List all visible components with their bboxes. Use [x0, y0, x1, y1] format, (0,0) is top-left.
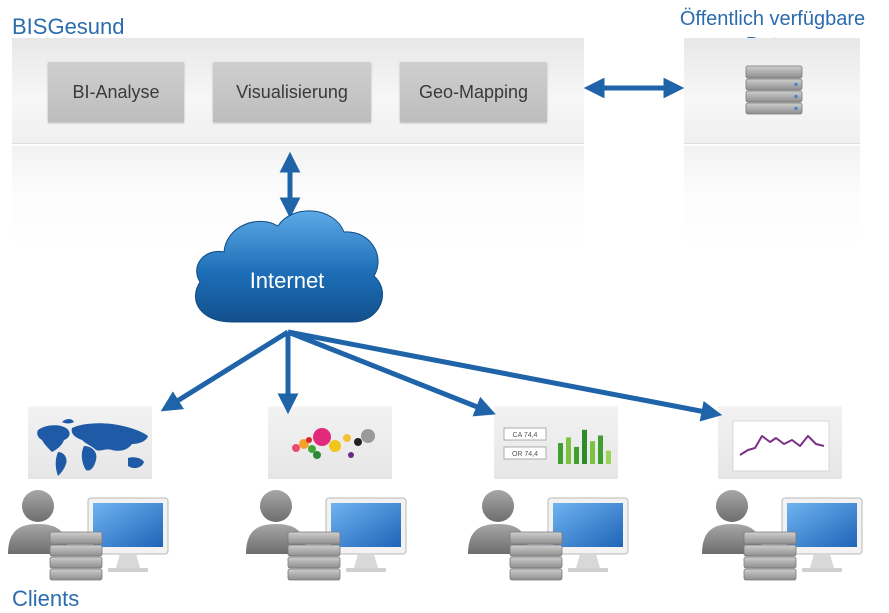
client-workstation-1 — [8, 490, 169, 581]
monitor-icon — [547, 497, 629, 572]
kpi-bar-chart-icon: CA 74,4 OR 74,4 — [503, 427, 611, 464]
bar-group — [558, 429, 611, 464]
module-geo-mapping: Geo-Mapping — [400, 62, 547, 122]
server-stack-icon — [743, 531, 797, 581]
client-workstation-2 — [246, 490, 407, 581]
bar — [574, 446, 579, 464]
kpi-label: OR 74,4 — [512, 451, 538, 458]
person-icon — [8, 490, 68, 554]
bubble-chart-icon — [292, 428, 375, 459]
person-icon — [702, 490, 762, 554]
public-data-title-line1: Öffentlich verfügbare — [679, 8, 866, 30]
line-chart-icon — [732, 420, 830, 472]
client-workstation-3 — [468, 490, 629, 581]
database-server-icon — [745, 65, 803, 115]
kpi-box — [503, 427, 547, 441]
server-stack-icon — [287, 531, 341, 581]
internet-label: Internet — [250, 268, 325, 293]
monitor-icon — [87, 497, 169, 572]
client-card-bubble-chart — [268, 406, 392, 479]
server-stack-icon — [49, 531, 103, 581]
clients-title: Clients — [12, 586, 80, 611]
kpi-label: CA 74,4 — [513, 432, 538, 439]
kpi-box — [503, 446, 547, 460]
system-title: BISGesund — [12, 14, 125, 39]
module-visualisierung: Visualisierung — [213, 62, 371, 122]
person-icon — [246, 490, 306, 554]
world-map-icon — [37, 419, 148, 476]
bar — [606, 450, 611, 464]
public-data-server-bottom — [684, 146, 860, 248]
module-label: BI-Analyse — [72, 81, 160, 102]
bar — [558, 443, 563, 464]
bar — [590, 441, 595, 464]
monitor-icon — [325, 497, 407, 572]
client-card-kpi-bars — [494, 406, 618, 479]
bar — [582, 429, 587, 464]
internet-cloud-icon: Internet — [195, 210, 383, 323]
module-bi-analyse: BI-Analyse — [48, 62, 184, 122]
module-label: Visualisierung — [236, 81, 348, 102]
monitor-icon — [781, 497, 863, 572]
arrows-internet-clients — [160, 329, 723, 422]
bar — [598, 435, 603, 464]
bar — [566, 437, 571, 464]
module-label: Geo-Mapping — [418, 81, 529, 102]
person-icon — [468, 490, 528, 554]
server-stack-icon — [509, 531, 563, 581]
client-workstation-4 — [702, 490, 863, 581]
